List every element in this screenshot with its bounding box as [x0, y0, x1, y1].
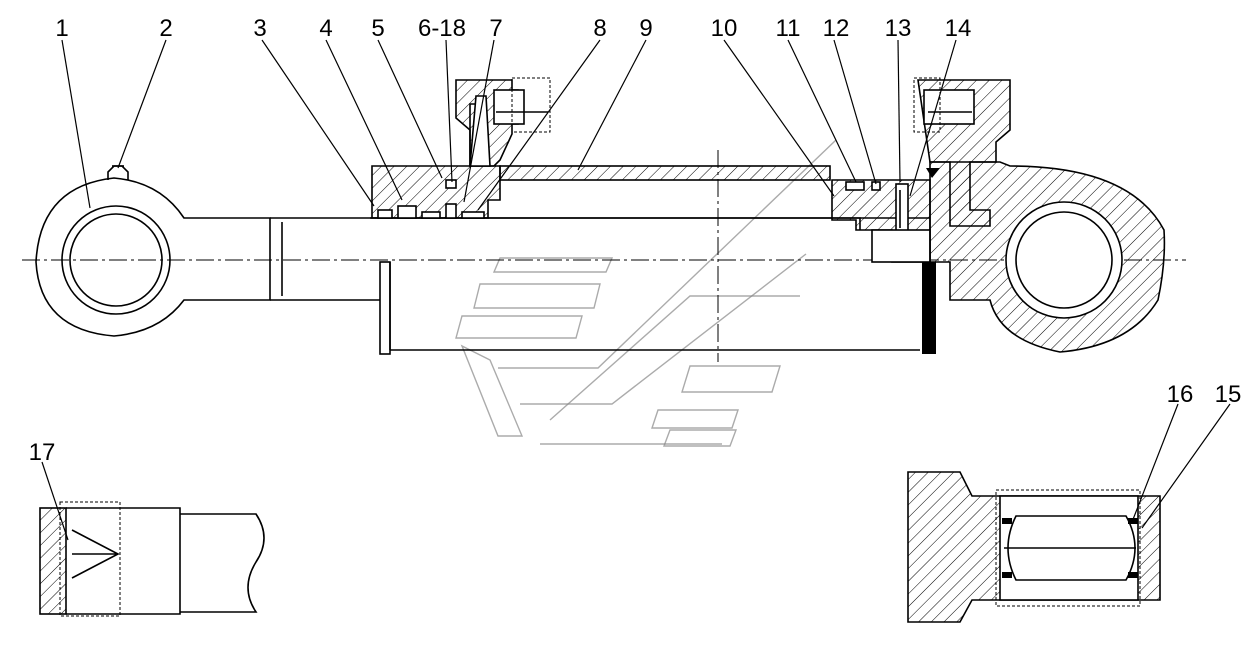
callout-6-18: 6-18 [418, 15, 466, 42]
leader-lines [41, 39, 1231, 541]
callout-12: 12 [823, 15, 850, 42]
callout-9: 9 [639, 15, 652, 42]
callout-11: 11 [776, 15, 801, 42]
front-oil-port [455, 77, 551, 167]
callout-8: 8 [593, 15, 606, 42]
callout-labels: 1 2 3 4 5 6-18 7 8 9 10 11 12 13 14 15 1… [29, 15, 1242, 466]
callout-14: 14 [945, 15, 972, 42]
callout-15: 15 [1215, 381, 1242, 408]
callout-17: 17 [29, 439, 56, 466]
detail-15-16 [907, 471, 1161, 623]
callout-5: 5 [371, 15, 384, 42]
watermark-logo [455, 139, 837, 447]
cylinder-bottom [913, 77, 1166, 354]
piston [831, 179, 931, 263]
callout-16: 16 [1167, 381, 1194, 408]
callout-13: 13 [885, 15, 912, 42]
piston-rod [270, 217, 920, 355]
callout-7: 7 [489, 15, 502, 42]
callout-2: 2 [159, 15, 172, 42]
callout-10: 10 [711, 15, 738, 42]
rod-eye [35, 165, 271, 337]
callout-4: 4 [319, 15, 332, 42]
callout-3: 3 [253, 15, 266, 42]
detail-17 [39, 501, 265, 617]
callout-1: 1 [55, 15, 68, 42]
